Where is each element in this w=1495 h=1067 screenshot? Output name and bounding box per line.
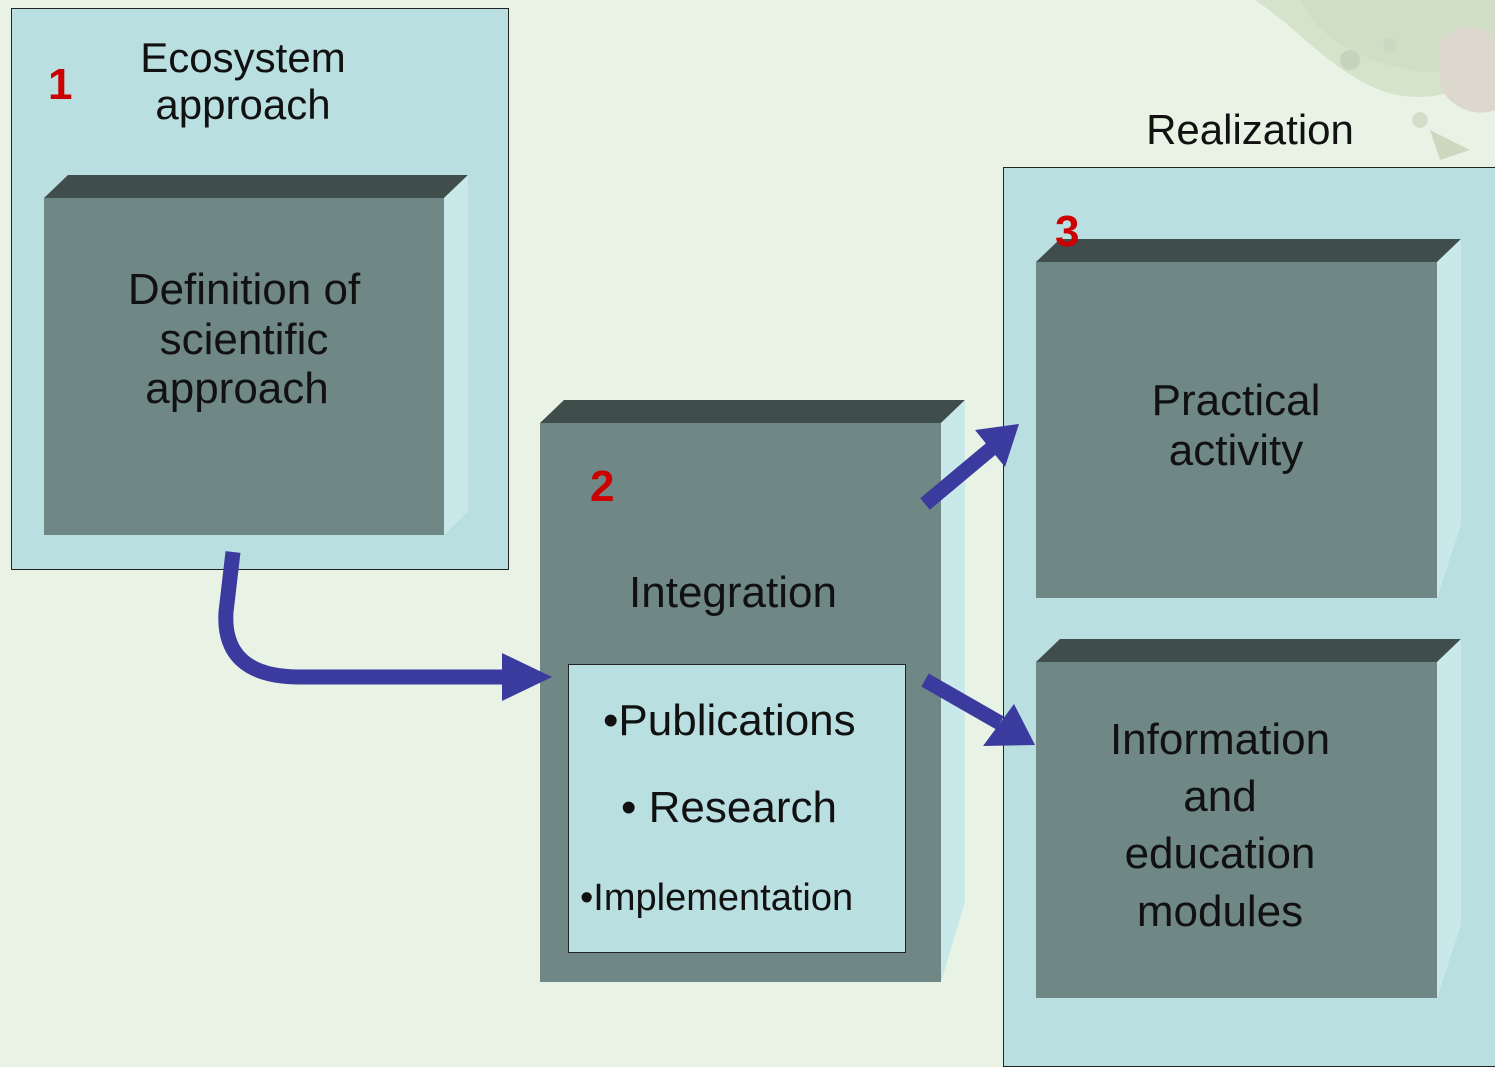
step3-box1-top bbox=[1036, 239, 1461, 262]
step2-list-panel bbox=[568, 664, 906, 953]
arrow-step1-to-step2 bbox=[218, 551, 505, 685]
step3-box2-line2: and bbox=[1183, 772, 1257, 822]
step3-box2-line3: education bbox=[1124, 829, 1316, 879]
step2-title: Integration bbox=[629, 568, 837, 617]
step2-item-publications: •Publications bbox=[603, 696, 856, 745]
step1-box-label: Definition of scientific approach bbox=[84, 265, 404, 414]
step3-box1-front bbox=[1036, 262, 1437, 598]
step3-box1-line1: Practical bbox=[1151, 376, 1321, 425]
step1-box-line2: scientific bbox=[159, 314, 329, 364]
step2-item-research: • Research bbox=[621, 783, 837, 832]
step3-box2-line1: Information bbox=[1109, 715, 1331, 764]
step1-box-top bbox=[44, 175, 468, 198]
step1-box-line3: approach bbox=[145, 364, 329, 414]
arrow-step2-to-information-head bbox=[983, 704, 1035, 746]
step1-number: 1 bbox=[48, 60, 73, 109]
step1-box bbox=[44, 175, 468, 535]
arrow-step1-to-step2-head bbox=[502, 653, 552, 701]
step2-number: 2 bbox=[590, 462, 615, 511]
step3-box2-top bbox=[1036, 639, 1461, 662]
step1-box-front bbox=[44, 198, 444, 535]
step1-title: Ecosystem approach bbox=[93, 34, 393, 129]
arrows bbox=[218, 424, 1035, 746]
step3-box1-side bbox=[1437, 239, 1461, 598]
step3-box2-side bbox=[1437, 639, 1461, 998]
step1-box-side bbox=[444, 175, 468, 535]
step2-item-implementation: •Implementation bbox=[580, 877, 854, 919]
step3-header: Realization bbox=[1146, 106, 1354, 153]
corner-decoration bbox=[1255, 0, 1495, 160]
step1-title-line1: Ecosystem bbox=[140, 34, 346, 81]
step1-box-line1: Definition of bbox=[127, 265, 361, 314]
step1-title-line2: approach bbox=[155, 81, 331, 129]
step3-box1-line2: activity bbox=[1168, 425, 1304, 475]
step2-box-top bbox=[540, 400, 965, 423]
arrow-step2-to-practical-head bbox=[975, 424, 1019, 467]
step3-boxes bbox=[1036, 239, 1461, 998]
step3-box1-label: Practical activity bbox=[1076, 376, 1396, 475]
arrow-step2-to-practical bbox=[920, 442, 997, 510]
step3-box2-front bbox=[1036, 662, 1437, 998]
step3-box2-label: Information and education modules bbox=[1060, 711, 1380, 940]
arrow-step2-to-information bbox=[921, 673, 1004, 730]
step3-box2-line4: modules bbox=[1136, 886, 1304, 936]
step3-number: 3 bbox=[1055, 207, 1080, 256]
